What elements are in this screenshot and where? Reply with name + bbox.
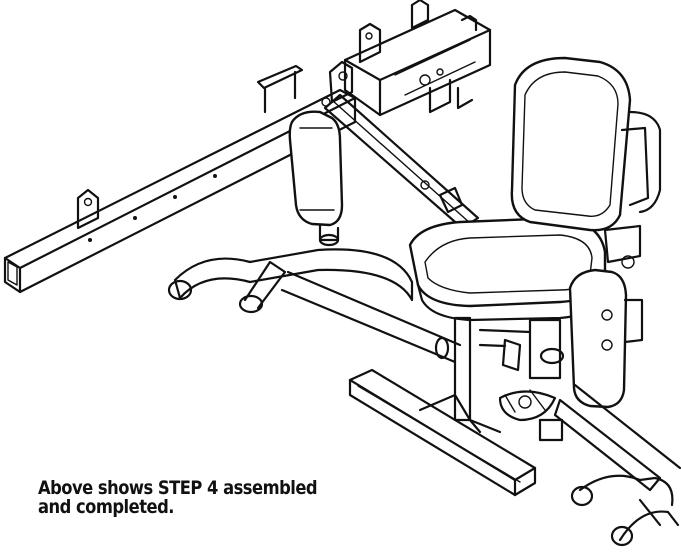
front-handle-bars (167, 248, 462, 364)
step-caption: Above shows STEP 4 assembled and complet… (38, 477, 318, 518)
caption-line-1: Above shows STEP 4 assembled (38, 477, 318, 499)
base-frame (348, 368, 537, 497)
back-rest (510, 56, 662, 269)
rear-frame (343, 0, 492, 117)
foot-bar (553, 383, 681, 547)
right-arm-pad (568, 268, 644, 409)
seat-post-mechanism (434, 316, 565, 442)
diagonal-support-tube (323, 93, 480, 230)
lever-arm (3, 60, 357, 294)
left-arm-pad (288, 110, 344, 247)
caption-line-2: and completed. (38, 496, 174, 518)
